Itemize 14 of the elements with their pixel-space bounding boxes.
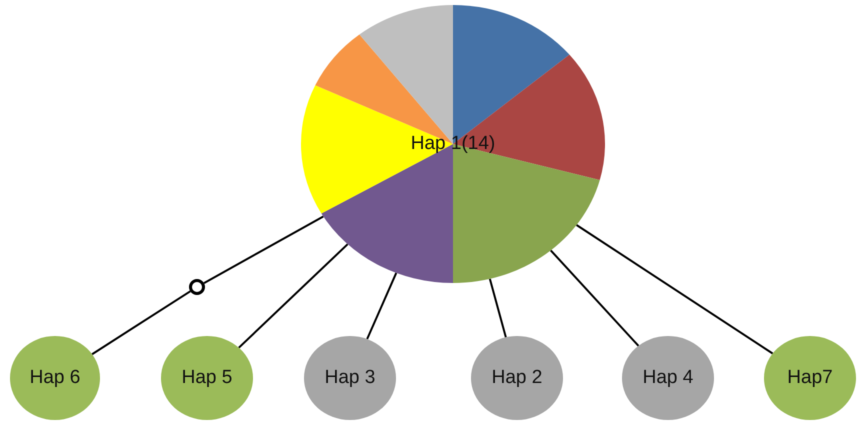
connector-line bbox=[366, 272, 398, 340]
node-label: Hap 5 bbox=[182, 367, 232, 389]
node-label: Hap 4 bbox=[642, 367, 694, 389]
connector-line bbox=[92, 290, 191, 356]
node-label: Hap 6 bbox=[30, 367, 80, 389]
connector-line bbox=[576, 224, 774, 354]
connector-line bbox=[550, 250, 640, 346]
node-label: Hap 2 bbox=[492, 367, 542, 389]
median-vector-circle bbox=[189, 279, 205, 295]
connector-line bbox=[204, 216, 324, 284]
node-label: Hap7 bbox=[787, 367, 833, 389]
connector-line bbox=[238, 243, 348, 348]
node-label: Hap 3 bbox=[324, 367, 376, 389]
connector-line bbox=[488, 278, 507, 338]
